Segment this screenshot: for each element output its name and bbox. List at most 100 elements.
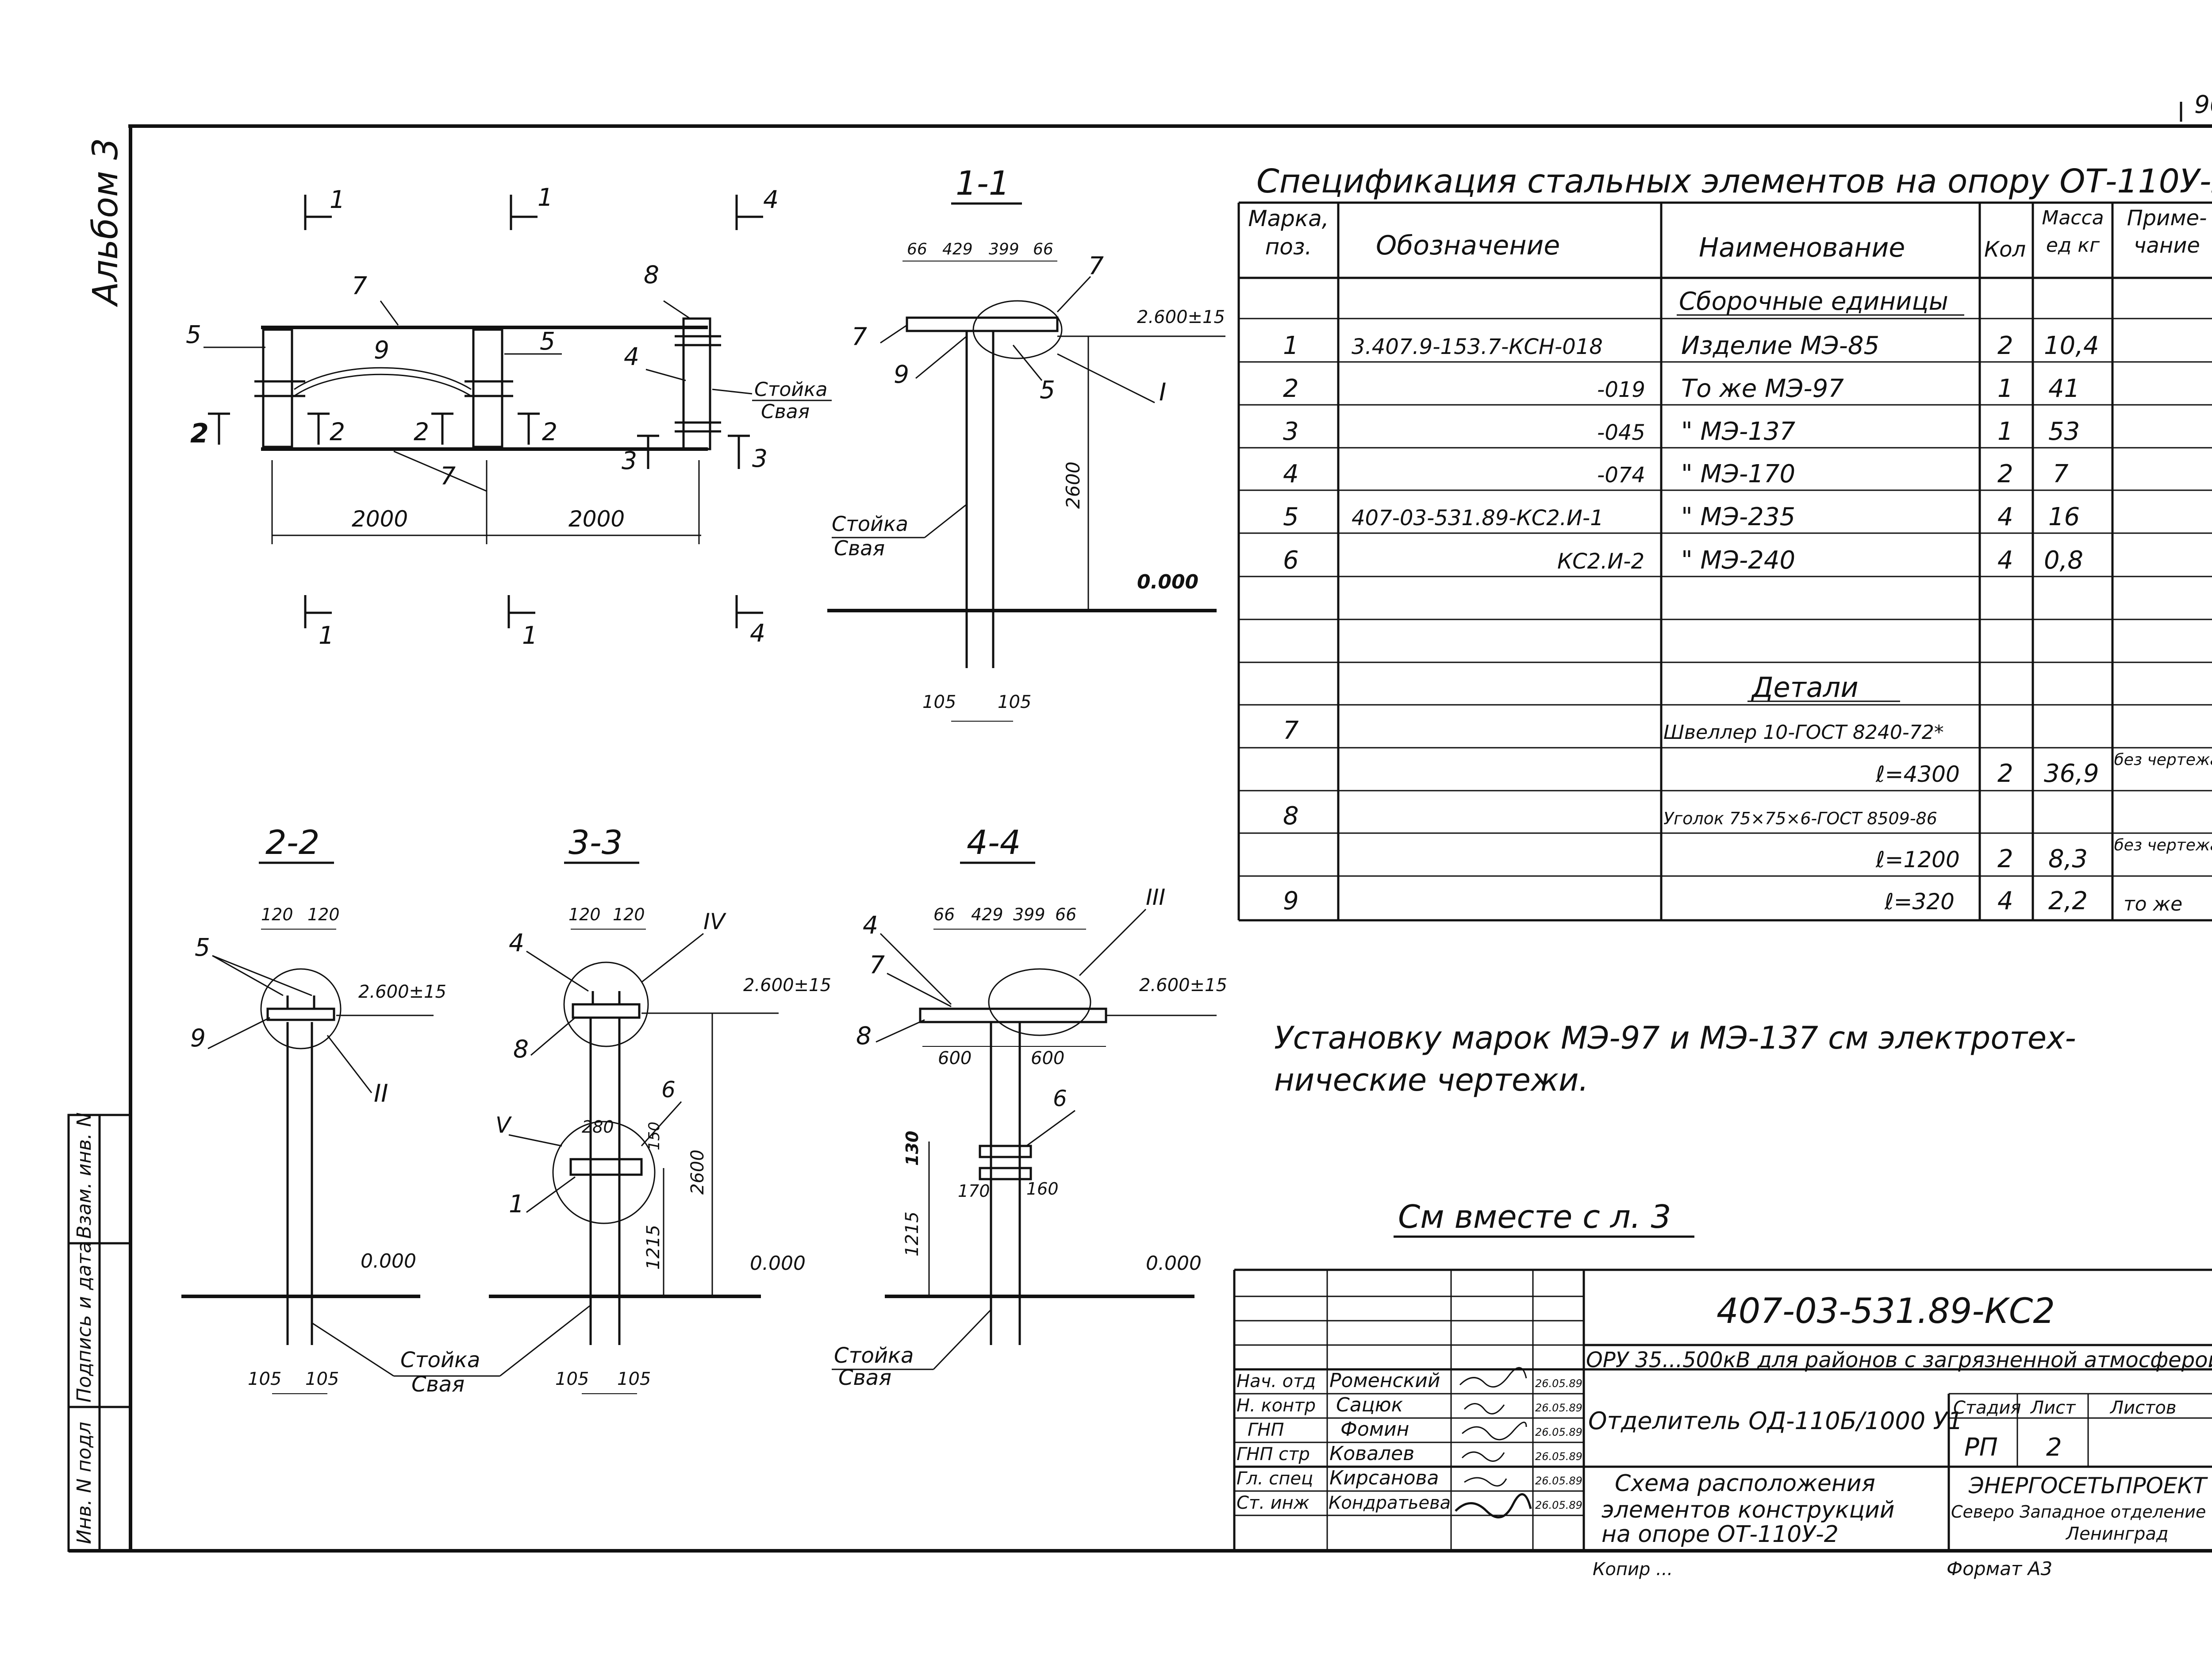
plan-callout-7a: 7 xyxy=(352,272,367,300)
spec-header-qty: Кол xyxy=(1984,237,2026,262)
tb-object: Отделитель ОД-110Б/1000 У1 xyxy=(1588,1407,1963,1435)
s44-cIII: III xyxy=(1146,884,1165,910)
s11-dim-height: 2600 xyxy=(1062,461,1084,509)
s11-w4: 66 xyxy=(1033,240,1053,258)
spec-title: Спецификация стальных элементов на опору… xyxy=(1256,162,2212,200)
plan-view: 2000 2000 5 5 7 7 8 9 4 Стойка Свая 1 1 … xyxy=(186,183,832,650)
spec-detail-qty: 2 xyxy=(1997,845,2013,873)
spec-detail-length: ℓ=1200 xyxy=(1875,847,1960,873)
spec-detail-note: без чертежа xyxy=(2114,836,2212,854)
tb-staff-row: ГНП стр Ковалев 26.05.89 xyxy=(1237,1442,1582,1465)
tb-staff-role: ГНП стр xyxy=(1237,1444,1310,1464)
tb-staff-role: Н. контр xyxy=(1237,1395,1316,1416)
spec-row-name: Изделие МЭ-85 xyxy=(1681,331,1879,360)
spec-row-mass: 53 xyxy=(2048,417,2080,446)
general-note: Установку марок МЭ-97 и МЭ-137 см электр… xyxy=(1274,1020,2076,1238)
spec-section-assemblies: Сборочные единицы xyxy=(1679,287,1948,316)
s22-w1: 120 xyxy=(261,905,293,924)
spec-row-name: " МЭ-240 xyxy=(1681,546,1795,575)
spec-row-qty: 2 xyxy=(1997,460,2013,488)
tb-sheet-label: Лист xyxy=(2030,1398,2076,1418)
plan-section-3b: 3 xyxy=(752,444,768,473)
s44-d130: 130 xyxy=(902,1131,922,1166)
spec-detail-name: Швеллер 10-ГОСТ 8240-72* xyxy=(1663,721,1944,744)
spec-detail-mark: 9 xyxy=(1283,887,1299,915)
s22-b1: 105 xyxy=(248,1369,281,1389)
spec-row-mark: 6 xyxy=(1283,546,1299,575)
s11-c7a: 7 xyxy=(1088,252,1104,280)
s11-c9: 9 xyxy=(894,360,909,388)
tb-staff-date: 26.05.89 xyxy=(1535,1499,1582,1511)
spec-row: 6 КС2.И-2 " МЭ-240 4 0,8 xyxy=(1283,546,2083,575)
s33-d280: 280 xyxy=(582,1117,614,1137)
spec-row: 3 -045 " МЭ-137 1 53 xyxy=(1283,417,2080,446)
tb-staff-date: 26.05.89 xyxy=(1535,1402,1582,1414)
s11-title: 1-1 xyxy=(956,164,1010,203)
s44-c8: 8 xyxy=(856,1022,872,1050)
plan-section-1c: 1 xyxy=(319,621,334,650)
s44-d600a: 600 xyxy=(938,1048,972,1069)
s33-level-zero: 0.000 xyxy=(750,1252,806,1275)
spec-detail-qty: 2 xyxy=(1997,759,2013,788)
plan-dim-left: 2000 xyxy=(352,506,408,532)
spec-row-mass: 10,4 xyxy=(2044,331,2099,360)
spec-row-qty: 1 xyxy=(1997,374,2013,403)
stamp-vzam-inv: Взам. инв. N xyxy=(73,1112,96,1239)
tb-sheet-title-2: элементов конструкций xyxy=(1601,1497,1895,1523)
spec-detail-row: 7 Швеллер 10-ГОСТ 8240-72* ℓ=4300 2 36,9… xyxy=(1283,716,2212,788)
spec-header-mark: Марка, поз. xyxy=(1248,206,1329,260)
spec-row-name: " МЭ-170 xyxy=(1681,460,1795,488)
spec-row: 1 3.407.9-153.7-КСН-018 Изделие МЭ-85 2 … xyxy=(1283,331,2099,360)
s33-c1: 1 xyxy=(509,1190,524,1218)
plan-post-label-2: Свая xyxy=(761,400,810,423)
plan-callout-5: 5 xyxy=(186,320,201,349)
s33-d150: 150 xyxy=(645,1122,663,1150)
spec-detail-row: 9 ℓ=320 4 2,2 то же xyxy=(1283,887,2182,915)
spec-row-mass: 16 xyxy=(2048,503,2080,531)
s33-b1: 105 xyxy=(555,1369,589,1389)
plan-dim-right: 2000 xyxy=(568,506,625,532)
s11-level-zero: 0.000 xyxy=(1137,571,1198,593)
s44-post1: Стойка xyxy=(834,1343,914,1368)
signature-scribble xyxy=(1462,1422,1527,1441)
spec-row-name: " МЭ-235 xyxy=(1681,503,1795,531)
signature-scribble xyxy=(1455,1493,1532,1518)
tb-staff-date: 26.05.89 xyxy=(1535,1377,1582,1390)
s22-title: 2-2 xyxy=(265,823,320,862)
spec-row-designation: 3.407.9-153.7-КСН-018 xyxy=(1352,334,1603,359)
s11-b1: 105 xyxy=(922,692,956,712)
tb-staff-row: Н. контр Сацюк 26.05.89 xyxy=(1237,1394,1582,1416)
tb-staff-name: Кондратьева xyxy=(1329,1493,1451,1513)
spec-row-mass: 7 xyxy=(2053,460,2069,488)
s44-d600b: 600 xyxy=(1031,1048,1064,1069)
spec-row-name: " МЭ-137 xyxy=(1681,417,1795,446)
tb-org-2: Северо Западное отделение xyxy=(1951,1502,2206,1522)
s44-d1215: 1215 xyxy=(902,1211,922,1257)
tb-sheet-title-3: на опоре ОТ-110У-2 xyxy=(1601,1521,1839,1548)
s11-w2: 429 xyxy=(942,240,973,258)
s11-w1: 66 xyxy=(907,240,927,258)
spec-header-designation: Обозначение xyxy=(1376,230,1560,261)
plan-callout-7b: 7 xyxy=(440,462,456,490)
s44-level-top: 2.600±15 xyxy=(1139,975,1227,996)
tb-staff-row: ГНП Фомин 26.05.89 xyxy=(1248,1418,1582,1441)
spec-row-designation: КС2.И-2 xyxy=(1557,549,1644,574)
s33-cIV: IV xyxy=(703,909,727,934)
s11-post1: Стойка xyxy=(832,512,908,536)
spec-row-mass: 41 xyxy=(2048,374,2080,403)
s22-cII: II xyxy=(374,1079,388,1107)
spec-row-mark: 1 xyxy=(1283,331,1299,360)
stamp-podpis-data: Подпись и дата xyxy=(73,1242,96,1403)
section-3-3: 3-3 120 120 2.600±15 0.000 2600 1215 280… xyxy=(311,823,831,1397)
s33-title: 3-3 xyxy=(568,823,623,862)
tb-staff-role: Нач. отд xyxy=(1237,1371,1316,1391)
s44-c4: 4 xyxy=(863,911,878,939)
s33-c4: 4 xyxy=(509,929,524,957)
tb-staff-row: Нач. отд Роменский 26.05.89 xyxy=(1237,1369,1582,1392)
signature-scribble xyxy=(1464,1477,1507,1487)
spec-row-mark: 2 xyxy=(1283,374,1299,403)
tb-staff-name: Роменский xyxy=(1329,1369,1440,1392)
page-number: 90 xyxy=(2194,90,2212,119)
side-stamp: Взам. инв. N Подпись и дата Инв. N подл xyxy=(67,1112,132,1552)
spec-row-qty: 4 xyxy=(1997,503,2013,531)
